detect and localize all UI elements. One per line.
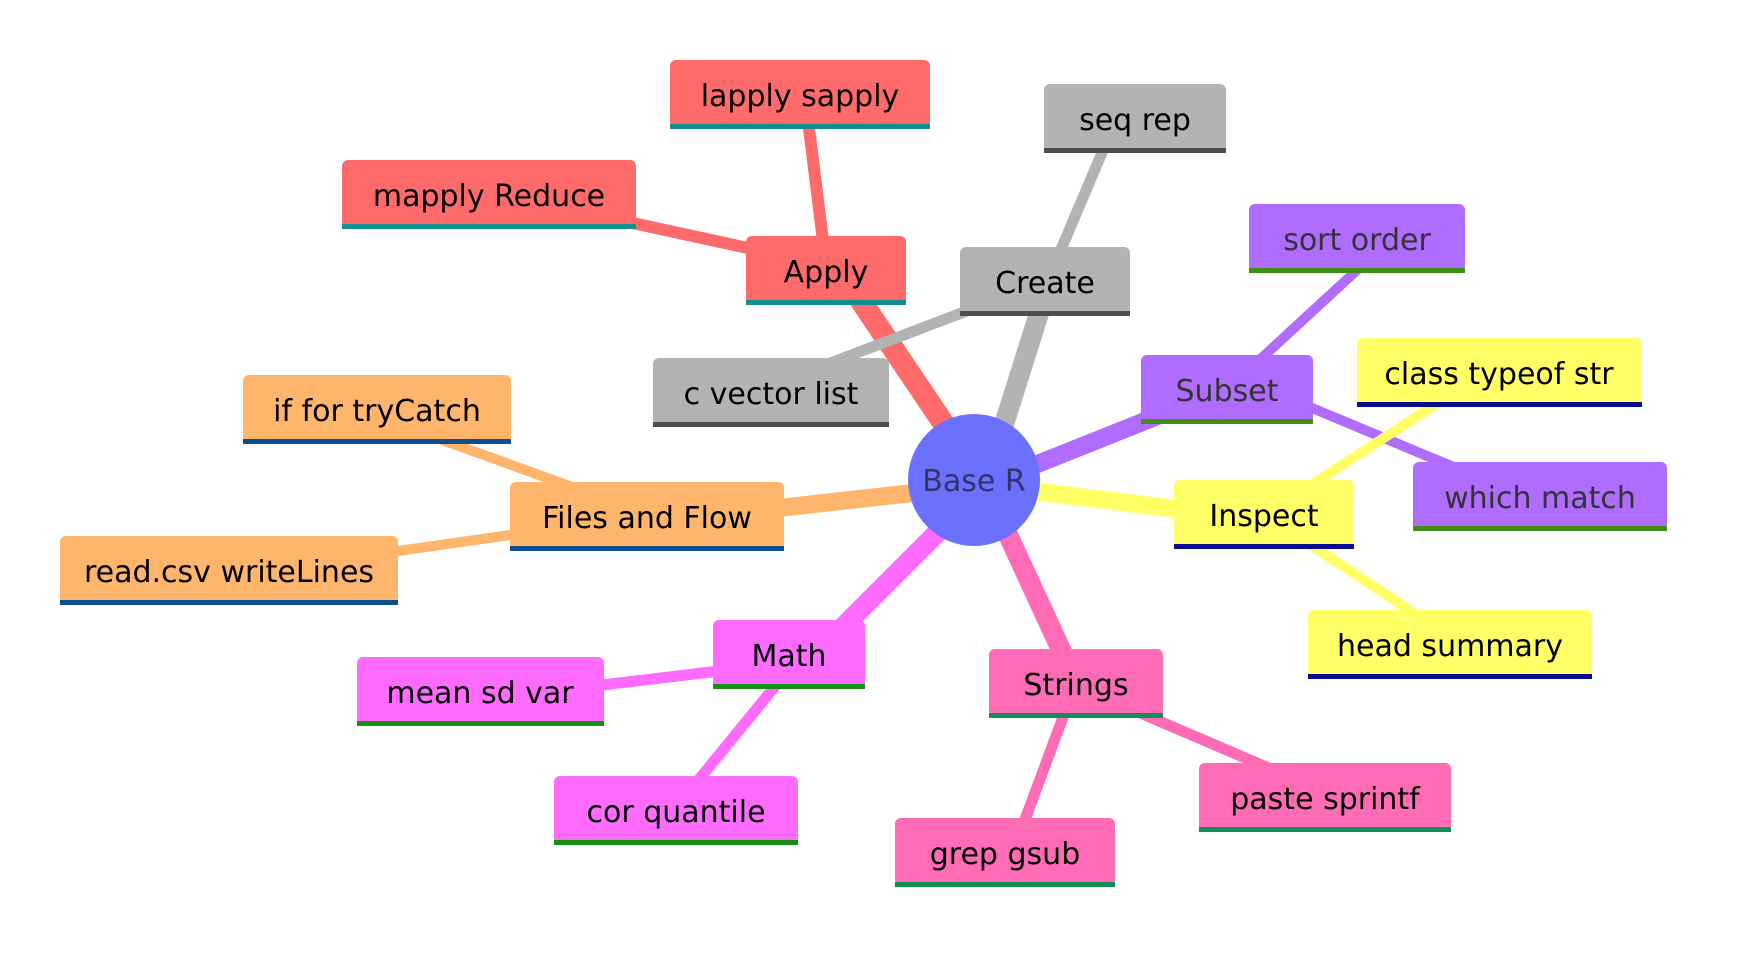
node-label: read.csv writeLines <box>84 555 374 590</box>
node-label: Inspect <box>1209 499 1318 534</box>
node-underline <box>1174 544 1354 549</box>
node-underline <box>1357 402 1642 407</box>
node-sort-order[interactable]: sort order <box>1249 204 1465 273</box>
node-box <box>895 818 1115 886</box>
node-label: Math <box>751 639 826 674</box>
root-label: Base R <box>922 464 1025 499</box>
node-paste-sprintf[interactable]: paste sprintf <box>1199 763 1451 832</box>
node-underline <box>510 546 784 551</box>
node-label: Strings <box>1023 668 1128 703</box>
node-if-for-trycatch[interactable]: if for tryCatch <box>243 375 511 444</box>
node-mean-sd-var[interactable]: mean sd var <box>357 657 604 726</box>
node-underline <box>895 882 1115 887</box>
node-label: paste sprintf <box>1230 782 1421 817</box>
node-underline <box>342 224 636 229</box>
node-underline <box>1249 268 1465 273</box>
node-strings[interactable]: Strings <box>989 649 1163 718</box>
node-c-vector-list[interactable]: c vector list <box>653 358 889 427</box>
node-box <box>960 247 1130 315</box>
node-label: which match <box>1444 481 1636 516</box>
node-inspect[interactable]: Inspect <box>1174 480 1354 549</box>
node-label: class typeof str <box>1384 357 1614 392</box>
node-label: sort order <box>1283 223 1431 258</box>
node-label: Create <box>995 266 1095 301</box>
node-underline <box>357 721 604 726</box>
node-box <box>1357 338 1642 406</box>
node-seq-rep[interactable]: seq rep <box>1044 84 1226 153</box>
node-box <box>670 60 930 128</box>
node-create[interactable]: Create <box>960 247 1130 316</box>
node-underline <box>670 124 930 129</box>
node-label: Subset <box>1176 374 1279 409</box>
node-underline <box>989 713 1163 718</box>
node-read-csv-writelines[interactable]: read.csv writeLines <box>60 536 398 605</box>
node-box <box>989 649 1163 717</box>
node-underline <box>713 684 865 689</box>
node-underline <box>554 840 798 845</box>
node-box <box>554 776 798 844</box>
node-label: seq rep <box>1079 103 1191 138</box>
node-math[interactable]: Math <box>713 620 865 689</box>
node-box <box>713 620 865 688</box>
node-underline <box>243 439 511 444</box>
node-box <box>1141 355 1313 423</box>
node-subset[interactable]: Subset <box>1141 355 1313 424</box>
node-label: head summary <box>1337 629 1563 664</box>
node-box <box>1308 610 1592 678</box>
node-box <box>1413 462 1667 530</box>
node-label: Files and Flow <box>542 501 752 536</box>
node-mapply-reduce[interactable]: mapply Reduce <box>342 160 636 229</box>
node-box <box>1044 84 1226 152</box>
node-box <box>510 482 784 550</box>
node-box <box>357 657 604 725</box>
node-box <box>1249 204 1465 272</box>
node-box <box>1199 763 1451 831</box>
node-underline <box>1413 526 1667 531</box>
node-label: lapply sapply <box>701 79 900 114</box>
node-underline <box>960 311 1130 316</box>
node-root-base-r[interactable]: Base R <box>908 414 1040 546</box>
node-underline <box>653 422 889 427</box>
node-underline <box>746 300 906 305</box>
node-box <box>653 358 889 426</box>
node-label: cor quantile <box>586 795 765 830</box>
node-box <box>746 236 906 304</box>
node-head-summary[interactable]: head summary <box>1308 610 1592 679</box>
node-class-typeof-str[interactable]: class typeof str <box>1357 338 1642 407</box>
node-label: if for tryCatch <box>273 394 481 429</box>
node-label: c vector list <box>684 377 859 412</box>
node-label: mean sd var <box>386 676 574 711</box>
node-underline <box>60 600 398 605</box>
node-grep-gsub[interactable]: grep gsub <box>895 818 1115 887</box>
node-label: mapply Reduce <box>373 179 605 214</box>
node-which-match[interactable]: which match <box>1413 462 1667 531</box>
root-circle <box>908 414 1040 546</box>
node-lapply-sapply[interactable]: lapply sapply <box>670 60 930 129</box>
node-apply[interactable]: Apply <box>746 236 906 305</box>
node-label: grep gsub <box>930 837 1080 872</box>
node-label: Apply <box>784 255 869 290</box>
node-box <box>243 375 511 443</box>
node-box <box>60 536 398 604</box>
node-cor-quantile[interactable]: cor quantile <box>554 776 798 845</box>
node-box <box>1174 480 1354 548</box>
node-underline <box>1308 674 1592 679</box>
node-underline <box>1199 827 1451 832</box>
node-files-and-flow[interactable]: Files and Flow <box>510 482 784 551</box>
node-underline <box>1044 148 1226 153</box>
node-underline <box>1141 419 1313 424</box>
node-box <box>342 160 636 228</box>
